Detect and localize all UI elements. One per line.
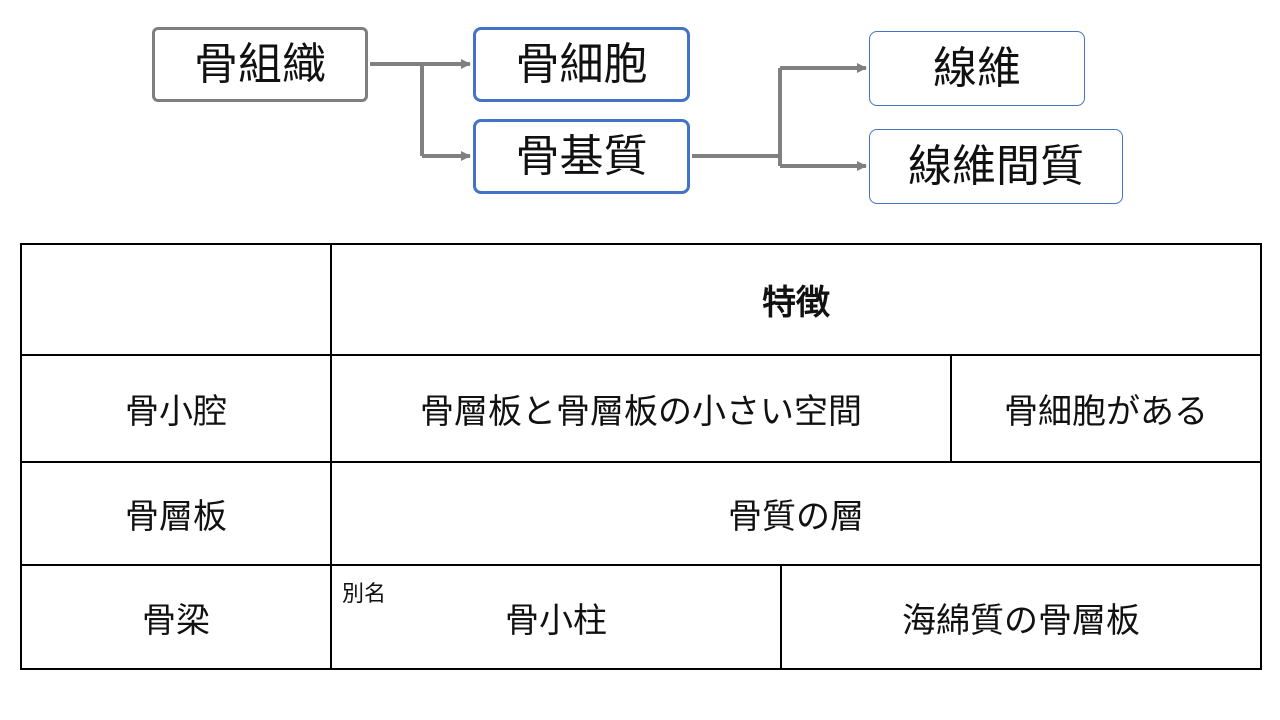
node-bone-tissue-label: 骨組織 bbox=[194, 38, 326, 90]
term-cell: 骨層板 bbox=[20, 461, 332, 566]
feature-cell: 骨層板と骨層板の小さい空間 bbox=[330, 354, 952, 463]
table-row: 骨梁 別名 骨小柱 海綿質の骨層板 bbox=[20, 564, 1263, 670]
alias-value: 骨小柱 bbox=[505, 600, 607, 641]
header-empty-cell bbox=[20, 243, 332, 356]
alias-label: 別名 bbox=[342, 582, 387, 607]
node-fiber: 線維 bbox=[869, 31, 1085, 106]
feature-table: 特徴 骨小腔 骨層板と骨層板の小さい空間 骨細胞がある 骨層板 骨質の層 骨梁 … bbox=[20, 243, 1263, 670]
term-cell: 骨梁 bbox=[20, 564, 332, 670]
diagram-connectors bbox=[370, 59, 867, 171]
alias-cell: 別名 骨小柱 bbox=[330, 564, 782, 670]
term-cell: 骨小腔 bbox=[20, 354, 332, 463]
concept-diagram: 骨組織 骨細胞 骨基質 線維 線維間質 bbox=[0, 0, 1280, 220]
extra-cell: 海綿質の骨層板 bbox=[779, 564, 1263, 670]
node-bone-cell-label: 骨細胞 bbox=[515, 38, 648, 90]
header-feature-cell: 特徴 bbox=[329, 243, 1263, 356]
table-row: 骨小腔 骨層板と骨層板の小さい空間 骨細胞がある bbox=[20, 354, 1263, 463]
node-interfiber: 線維間質 bbox=[869, 129, 1123, 204]
node-fiber-label: 線維 bbox=[933, 42, 1021, 94]
node-bone-matrix-label: 骨基質 bbox=[515, 130, 648, 182]
node-bone-tissue: 骨組織 bbox=[152, 27, 368, 102]
table-row: 骨層板 骨質の層 bbox=[20, 461, 1263, 566]
node-interfiber-label: 線維間質 bbox=[908, 140, 1084, 192]
table-header-row: 特徴 bbox=[20, 243, 1263, 356]
node-bone-cell: 骨細胞 bbox=[473, 27, 690, 102]
feature-cell: 骨質の層 bbox=[329, 461, 1263, 566]
node-bone-matrix: 骨基質 bbox=[473, 119, 690, 194]
extra-cell: 骨細胞がある bbox=[949, 354, 1263, 463]
